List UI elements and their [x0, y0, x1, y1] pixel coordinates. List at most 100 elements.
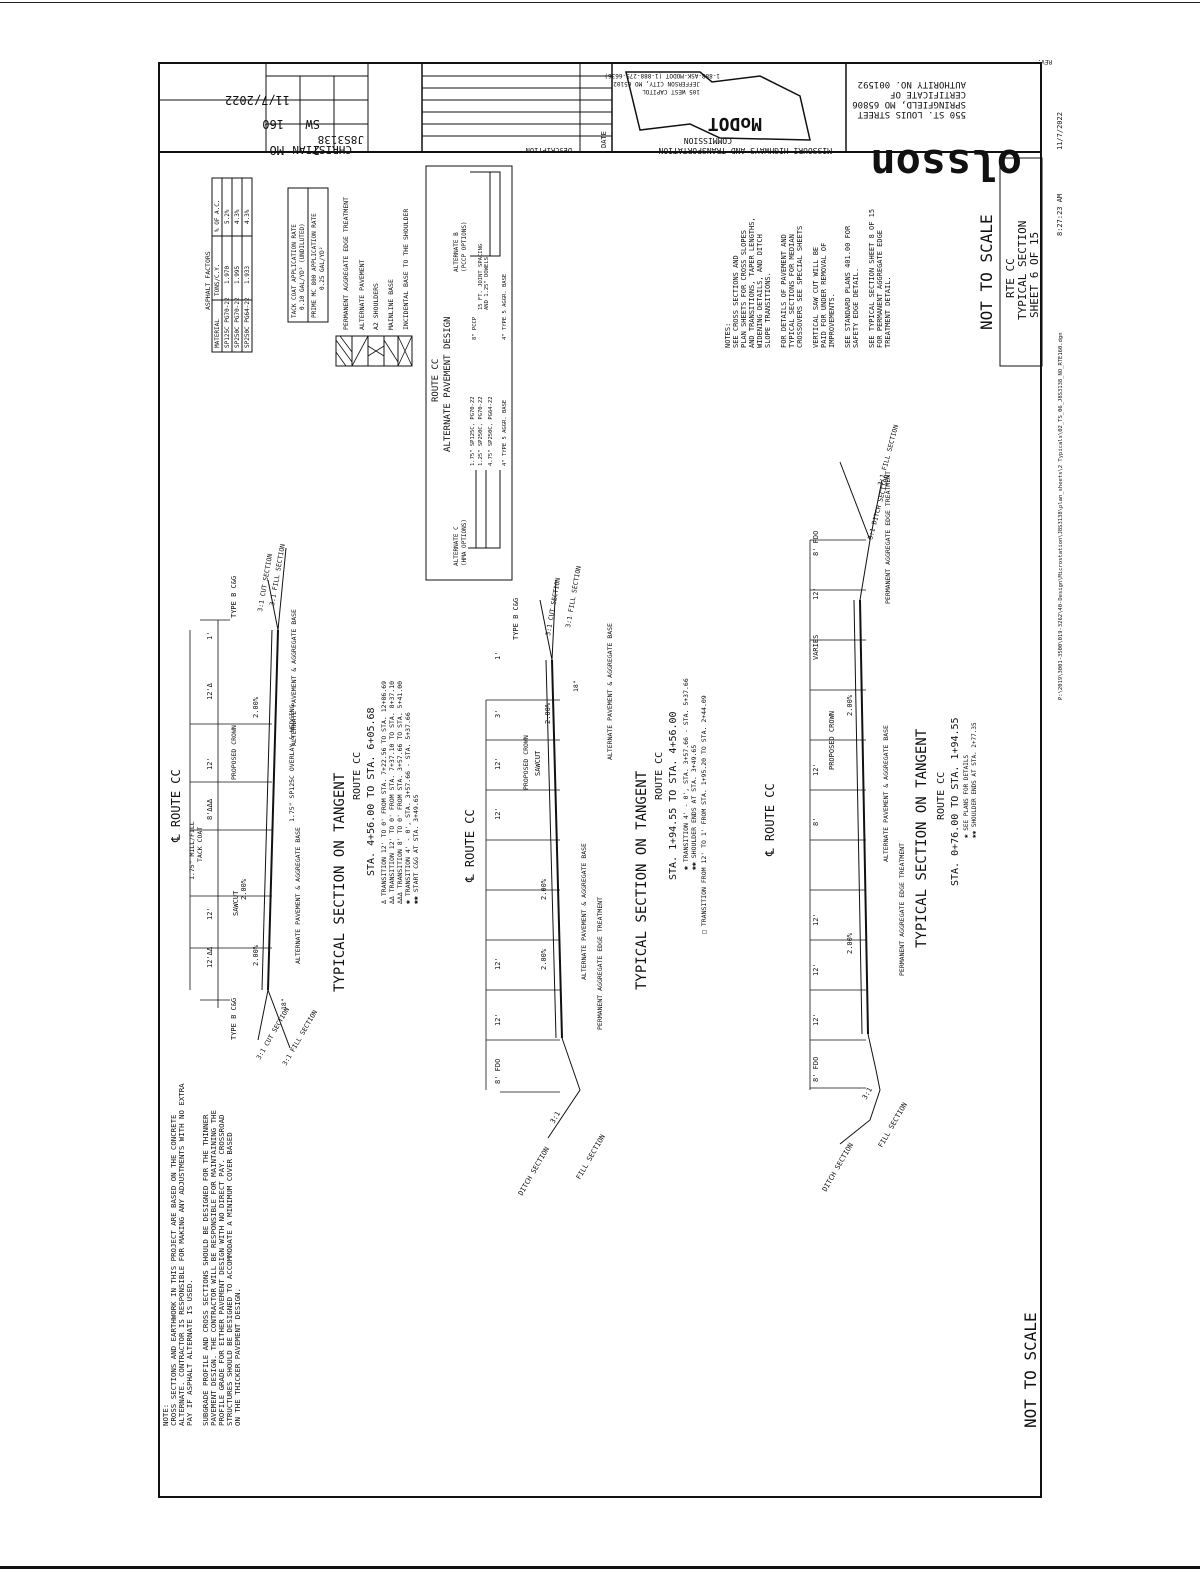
svg-text:15 FT. JOINT SPACING: 15 FT. JOINT SPACING [478, 244, 484, 310]
svg-text:PAY IF ASPHALT ALTERNATE IS US: PAY IF ASPHALT ALTERNATE IS USED. [185, 1279, 194, 1426]
svg-text:8' FDO: 8' FDO [812, 1057, 820, 1082]
svg-text:12': 12' [812, 587, 820, 600]
legend: PERMANENT AGGREGATE EDGE TREATMENT ALTER… [335, 197, 413, 367]
legend-swatch-alt-pavement [351, 335, 369, 367]
svg-text:PERMANENT AGGREGATE EDGE TREAT: PERMANENT AGGREGATE EDGE TREATMENT [596, 897, 604, 1030]
svg-text:ALTERNATE C: ALTERNATE C [453, 526, 460, 566]
application-rates-box: TACK COAT APPLICATION RATE 0.10 GAL/YD² … [287, 187, 329, 323]
svg-text:1.75" MILL/FILL: 1.75" MILL/FILL [188, 821, 196, 880]
agency-line-1: MISSOURI HIGHWAYS AND TRANSPORTATION [658, 146, 832, 155]
svg-text:ALTERNATE PAVEMENT & AGGREGATE: ALTERNATE PAVEMENT & AGGREGATE BASE [580, 843, 588, 980]
section-2-dimension-lines [485, 700, 560, 1093]
svg-text:8' FDO: 8' FDO [494, 1059, 502, 1084]
svg-text:MAINLINE BASE: MAINLINE BASE [387, 279, 395, 330]
typical-section-1: ℄ ROUTE CC 12'ΔΔ 12' 8'ΔΔΔ 12' 12'Δ 1' T… [169, 543, 420, 1067]
svg-text:1.970: 1.970 [224, 266, 231, 284]
svg-text:TYPICAL SECTIONS FOR MEDIAN: TYPICAL SECTIONS FOR MEDIAN [788, 234, 796, 348]
svg-text:SEE CROSS SECTIONS AND: SEE CROSS SECTIONS AND [732, 255, 740, 348]
svg-text:PROPOSED CROWN: PROPOSED CROWN [230, 725, 238, 780]
legend-swatch-mainline-base [383, 339, 399, 363]
svg-text:TYPE B C&G: TYPE B C&G [230, 576, 238, 618]
svg-text:IMPROVEMENTS.: IMPROVEMENTS. [828, 293, 836, 348]
svg-text:CROSSOVERS SEE SPECIAL SHEETS: CROSSOVERS SEE SPECIAL SHEETS [796, 226, 804, 348]
svg-text:4" TYPE 5 AGGR. BASE: 4" TYPE 5 AGGR. BASE [502, 400, 508, 466]
svg-text:8': 8' [812, 818, 820, 826]
svg-text:1.75" SP125C OVERLAY & WEDGING: 1.75" SP125C OVERLAY & WEDGING [288, 705, 296, 822]
svg-text:ALTERNATE PAVEMENT & AGGREGATE: ALTERNATE PAVEMENT & AGGREGATE BASE [882, 725, 890, 862]
svg-text:12': 12' [812, 963, 820, 976]
svg-text:TONS/C.Y.: TONS/C.Y. [214, 263, 221, 296]
svg-text:18": 18" [280, 998, 288, 1010]
sheet-border [158, 62, 1042, 1498]
svg-text:0.10 GAL/YD² (UNDILUTED): 0.10 GAL/YD² (UNDILUTED) [299, 223, 306, 310]
svg-text:✱ TRANSITION 4' - 0', STA. 3+5: ✱ TRANSITION 4' - 0', STA. 3+57.66 - STA… [404, 712, 412, 905]
svg-text:PROPOSED CROWN: PROPOSED CROWN [828, 711, 836, 770]
svg-text:PRIME MC 800 APPLICATION RATE: PRIME MC 800 APPLICATION RATE [311, 213, 318, 318]
svg-text:12': 12' [494, 1013, 502, 1026]
field-district: SW [305, 117, 320, 131]
svg-text:12': 12' [812, 763, 820, 776]
missouri-map-icon [625, 71, 811, 141]
svg-text:18": 18" [572, 680, 580, 692]
section-3-route: ROUTE CC [936, 772, 947, 820]
svg-text:ALTERNATE B: ALTERNATE B [453, 232, 460, 272]
svg-text:NOTE:: NOTE: [161, 1404, 170, 1426]
svg-text:INCIDENTAL BASE TO THE SHOULDE: INCIDENTAL BASE TO THE SHOULDER [402, 209, 410, 330]
svg-text:VERTICAL SAW CUT WILL BE: VERTICAL SAW CUT WILL BE [812, 247, 820, 348]
section-3-station: STA. 0+76.00 TO STA. 1+94.55 [950, 717, 961, 886]
svg-text:FOR DETAILS OF PAVEMENT AND: FOR DETAILS OF PAVEMENT AND [780, 234, 788, 348]
svg-text:SP250C PG64-22: SP250C PG64-22 [244, 297, 251, 348]
modot-logo: MoDOT [708, 113, 762, 134]
general-notes: NOTE: CROSS SECTIONS AND EARTHWORK IN TH… [161, 1083, 242, 1426]
svg-text:TREATMENT DETAIL.: TREATMENT DETAIL. [884, 276, 892, 348]
sheet-title-route: RTE CC [1004, 258, 1017, 298]
section-1-dimension-lines [189, 619, 230, 1008]
svg-text:SEE TYPICAL SECTION SHEET 8 OF: SEE TYPICAL SECTION SHEET 8 OF 15 [868, 209, 876, 348]
svg-text:12': 12' [812, 1013, 820, 1026]
svg-text:SAWCUT: SAWCUT [534, 750, 542, 776]
svg-text:A2 SHOULDERS: A2 SHOULDERS [372, 283, 380, 330]
svg-text:4.75" SP250C, PG64-22: 4.75" SP250C, PG64-22 [488, 396, 494, 466]
svg-text:PLAN SHEETS FOR CROSS SLOPES: PLAN SHEETS FOR CROSS SLOPES [740, 230, 748, 348]
section-2-station: STA. 1+94.55 TO STA. 4+56.00 [668, 711, 679, 880]
svg-text:8'ΔΔΔ: 8'ΔΔΔ [206, 798, 214, 820]
svg-text:4.3%: 4.3% [244, 209, 251, 224]
firm-address-4: AUTHORITY NO. 001592 [858, 79, 966, 89]
svg-text:2.00%: 2.00% [252, 696, 260, 718]
field-job-no: J8S3138 [318, 133, 364, 146]
svg-text:PAVEMENT DESIGN. THE CONTRACTO: PAVEMENT DESIGN. THE CONTRACTOR WILL BE … [209, 1110, 218, 1426]
agency-line-4: JEFFERSON CITY, MO 65102 [613, 80, 700, 87]
svg-text:SP250C PG70-22: SP250C PG70-22 [234, 297, 241, 348]
svg-text:ALTERNATE PAVEMENT & AGGREGATE: ALTERNATE PAVEMENT & AGGREGATE BASE [290, 609, 298, 746]
svg-text:2.00%: 2.00% [544, 702, 552, 724]
section-1-title: TYPICAL SECTION ON TANGENT [332, 772, 348, 992]
svg-text:ALTERNATE PAVEMENT DESIGN: ALTERNATE PAVEMENT DESIGN [443, 317, 453, 452]
field-route: 160 [262, 117, 284, 131]
rev-date-header: DATE [600, 131, 608, 148]
svg-text:PERMANENT AGGREGATE EDGE TREAT: PERMANENT AGGREGATE EDGE TREATMENT [342, 197, 350, 330]
title-block: DATE DESCRIPTION 11/7/2022 160 MO SW 2 C… [158, 58, 1064, 700]
svg-text:✱ SEE PLANS FOR DETAILS: ✱ SEE PLANS FOR DETAILS [963, 755, 970, 839]
svg-text:0.25 GAL/YD²: 0.25 GAL/YD² [319, 247, 326, 290]
svg-text:8' FDO: 8' FDO [812, 531, 820, 556]
section-3-title: TYPICAL SECTION ON TANGENT [914, 728, 930, 948]
svg-text:✱ TRANSITION 4' - 0', STA. 3+5: ✱ TRANSITION 4' - 0', STA. 3+57.66 - STA… [682, 678, 690, 871]
svg-text:2.00%: 2.00% [846, 932, 854, 954]
svg-text:SEE STANDARD PLANS 401.00 FOR: SEE STANDARD PLANS 401.00 FOR [844, 225, 852, 348]
svg-text:ΔΔ TRANSITION 12' TO 0' FROM S: ΔΔ TRANSITION 12' TO 0' FROM STA. 7+37.1… [388, 681, 396, 904]
svg-text:MATERIAL: MATERIAL [214, 319, 221, 348]
section-3-pavement [859, 599, 869, 1035]
alternate-pavement-design-box: ROUTE CC ALTERNATE PAVEMENT DESIGN ALTER… [425, 165, 513, 581]
asphalt-factors-table: ASPHALT FACTORS MATERIAL TONS/C.Y. % OF … [204, 177, 253, 353]
svg-text:3': 3' [494, 710, 502, 718]
svg-text:2.00%: 2.00% [240, 878, 248, 900]
svg-text:TYPE B C&G: TYPE B C&G [230, 998, 238, 1040]
sheet-title-sheet-no: SHEET 6 OF 15 [1028, 232, 1041, 318]
legend-swatch-edge-treatment [335, 335, 353, 367]
svg-text:2.00%: 2.00% [846, 694, 854, 716]
alt-c-layer-lines [468, 470, 501, 549]
svg-text:FILL SECTION: FILL SECTION [877, 1101, 909, 1149]
svg-text:2.00%: 2.00% [540, 948, 548, 970]
svg-text:TACK COAT APPLICATION RATE: TACK COAT APPLICATION RATE [291, 224, 298, 318]
svg-text:TACK COAT: TACK COAT [196, 827, 204, 862]
